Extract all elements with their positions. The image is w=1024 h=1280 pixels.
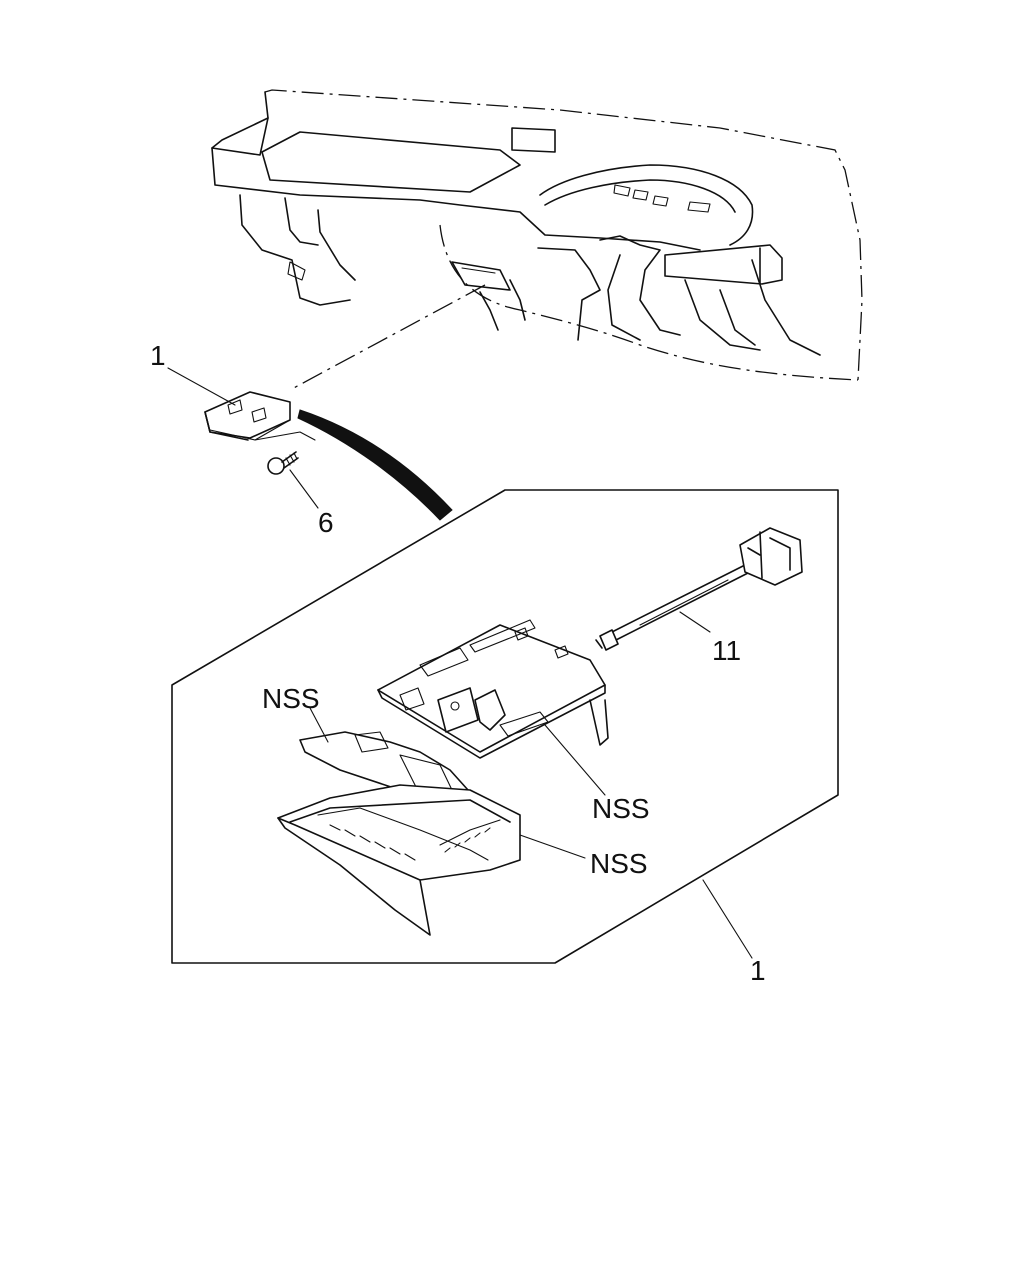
instrument-panel [211, 89, 863, 381]
latch-cable [595, 527, 803, 651]
callout-11: 11 [712, 635, 741, 666]
callout-nss-box: NSS [590, 848, 648, 879]
callout-1-bottom: 1 [750, 955, 766, 986]
glove-box-bin [277, 784, 521, 936]
callout-1-bottom-leader [702, 879, 753, 959]
callout-6: 6 [318, 507, 334, 538]
callout-nss-bracket-leader [544, 724, 606, 796]
screw-part [267, 451, 299, 475]
callout-1-leader [167, 367, 236, 406]
callout-6-leader [289, 469, 319, 509]
glove-box-bracket [377, 619, 609, 759]
callout-nss-bracket: NSS [592, 793, 650, 824]
glove-box-assembly-small [204, 391, 316, 441]
detail-arrow [297, 409, 453, 521]
callout-nss-lid-leader [309, 707, 329, 743]
detail-frame [171, 489, 839, 964]
callout-1-top: 1 [150, 340, 166, 371]
callout-nss-box-leader [519, 834, 586, 859]
callout-11-leader [679, 611, 711, 633]
leader-dash [289, 284, 486, 391]
callout-nss-lid: NSS [262, 683, 320, 714]
